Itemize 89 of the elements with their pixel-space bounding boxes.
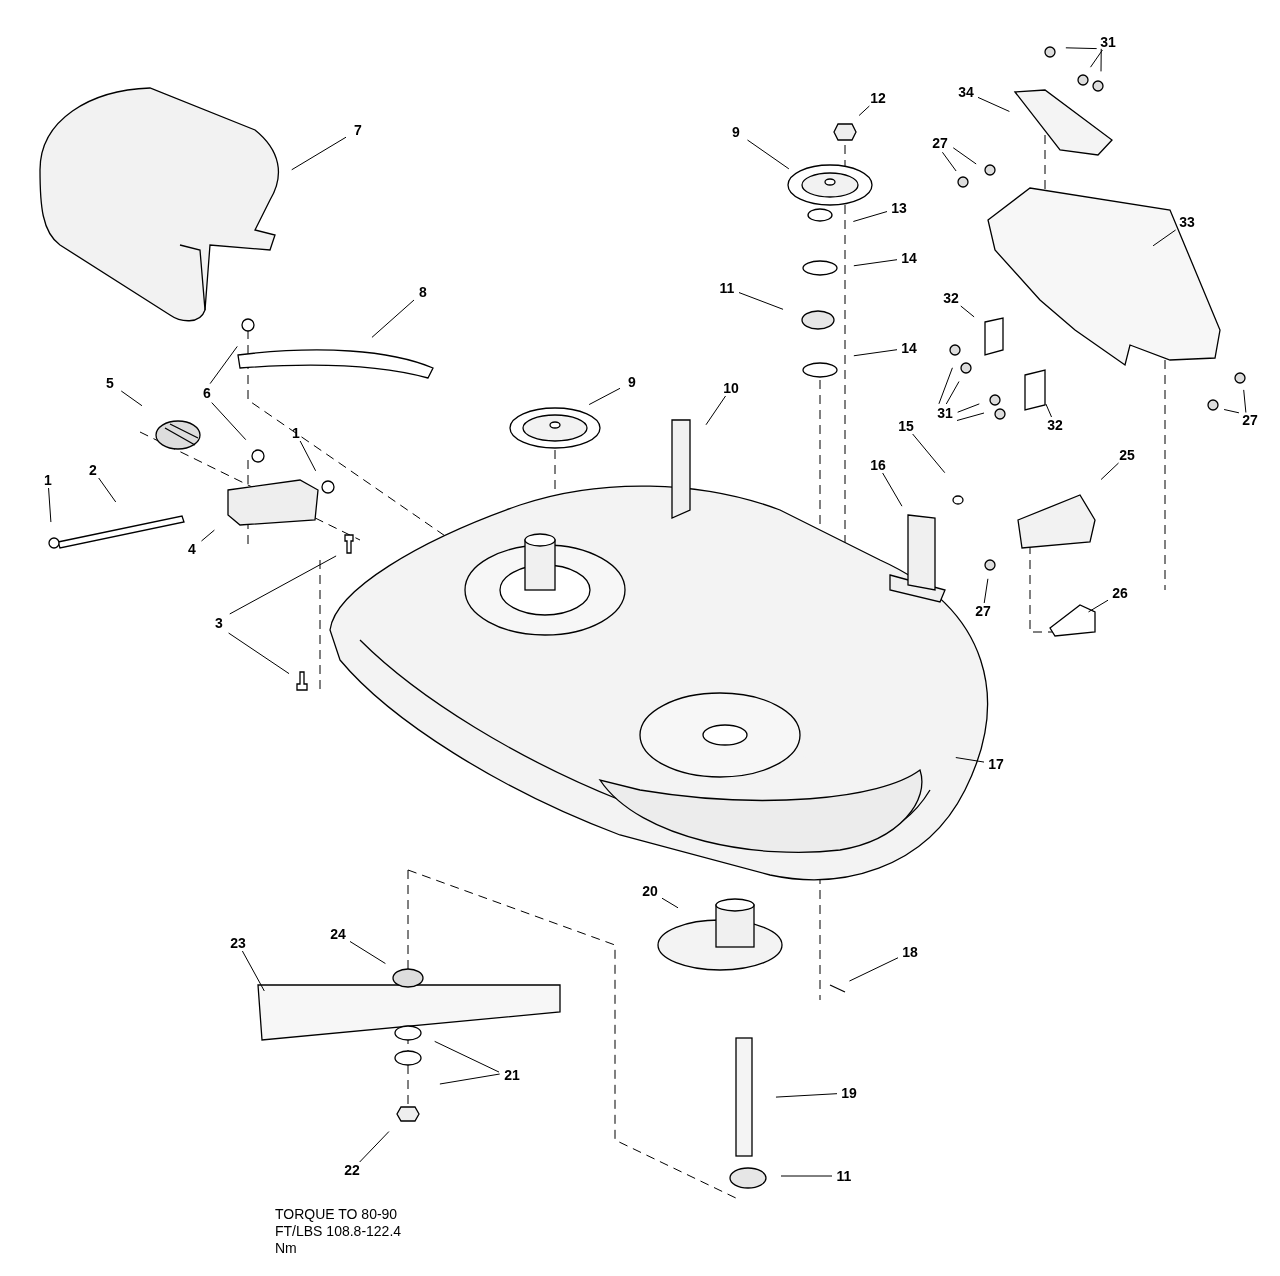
leader-line <box>941 151 957 172</box>
leader-line <box>588 387 621 406</box>
callout-number: 16 <box>866 457 890 473</box>
callout-number: 9 <box>724 124 748 140</box>
leader-line <box>349 941 386 965</box>
callout-number: 15 <box>894 418 918 434</box>
callout-number: 20 <box>638 883 662 899</box>
callout-number: 2 <box>81 462 105 478</box>
callout-number: 32 <box>1043 417 1067 433</box>
callout-number: 25 <box>1115 447 1139 463</box>
callout-number: 4 <box>180 541 204 557</box>
leader-line <box>957 403 980 413</box>
callout-number: 6 <box>195 385 219 401</box>
leader-line <box>439 1073 501 1085</box>
leader-line <box>747 139 790 170</box>
leader-line <box>983 578 989 604</box>
leader-line <box>882 472 903 507</box>
leader-line <box>241 950 265 992</box>
leader-line <box>1100 462 1120 480</box>
callout-number: 17 <box>984 756 1008 772</box>
leader-line <box>1152 229 1177 247</box>
leader-line <box>1090 49 1103 68</box>
leader-line <box>371 299 415 338</box>
leader-line <box>738 292 784 310</box>
callout-number: 1 <box>36 472 60 488</box>
leader-line <box>291 136 347 171</box>
leader-line <box>201 529 215 542</box>
leader-line <box>98 477 117 503</box>
leader-line <box>120 390 143 407</box>
leader-line <box>1088 599 1109 613</box>
callout-number: 5 <box>98 375 122 391</box>
leader-line <box>359 1131 390 1163</box>
callout-number: 22 <box>340 1162 364 1178</box>
callout-number: 9 <box>620 374 644 390</box>
leader-line <box>852 211 888 222</box>
leader-line <box>1045 403 1053 418</box>
leader-line <box>211 402 247 441</box>
callout-number: 23 <box>226 935 250 951</box>
leader-line <box>912 433 946 474</box>
callout-number: 27 <box>971 603 995 619</box>
callout-number: 12 <box>866 90 890 106</box>
leader-line <box>1223 409 1240 414</box>
leader-line <box>853 259 898 267</box>
callout-number: 10 <box>719 380 743 396</box>
callout-number: 34 <box>954 84 978 100</box>
callout-number: 13 <box>887 200 911 216</box>
leader-line <box>1243 389 1247 413</box>
leader-line <box>977 96 1010 112</box>
callout-number: 3 <box>207 615 231 631</box>
leader-line <box>848 957 899 982</box>
leader-line <box>952 147 977 165</box>
callout-number: 14 <box>897 250 921 266</box>
callout-number: 8 <box>411 284 435 300</box>
leader-line <box>780 1175 833 1177</box>
leader-line <box>960 305 975 318</box>
leader-line <box>209 345 238 385</box>
callout-number: 26 <box>1108 585 1132 601</box>
leader-line <box>853 349 898 357</box>
leader-line <box>1065 47 1098 50</box>
leader-line <box>956 412 985 421</box>
callout-number: 11 <box>715 280 739 296</box>
leader-line <box>299 440 317 472</box>
leader-line <box>661 897 679 909</box>
leader-line <box>229 555 337 615</box>
callout-number: 21 <box>500 1067 524 1083</box>
callout-number: 32 <box>939 290 963 306</box>
torque-note: TORQUE TO 80-90 FT/LBS 108.8-122.4 Nm <box>275 1206 403 1257</box>
callout-number: 24 <box>326 926 350 942</box>
leader-line <box>705 395 727 426</box>
leader-line <box>938 367 953 405</box>
callout-number: 14 <box>897 340 921 356</box>
callout-number: 31 <box>933 405 957 421</box>
callout-number: 19 <box>837 1085 861 1101</box>
leader-line <box>858 105 870 116</box>
leader-line <box>434 1040 500 1073</box>
leader-line <box>48 487 52 523</box>
leader-line <box>1100 48 1102 72</box>
callout-number: 31 <box>1096 34 1120 50</box>
leader-line <box>775 1093 838 1098</box>
leader-line <box>228 632 290 675</box>
callout-number: 27 <box>1238 412 1262 428</box>
leader-line <box>955 757 985 763</box>
callout-number: 18 <box>898 944 922 960</box>
callout-number: 27 <box>928 135 952 151</box>
callout-number: 11 <box>832 1168 856 1184</box>
callout-number: 33 <box>1175 214 1199 230</box>
leader-line <box>945 381 960 405</box>
callout-number: 7 <box>346 122 370 138</box>
callout-number: 1 <box>284 425 308 441</box>
